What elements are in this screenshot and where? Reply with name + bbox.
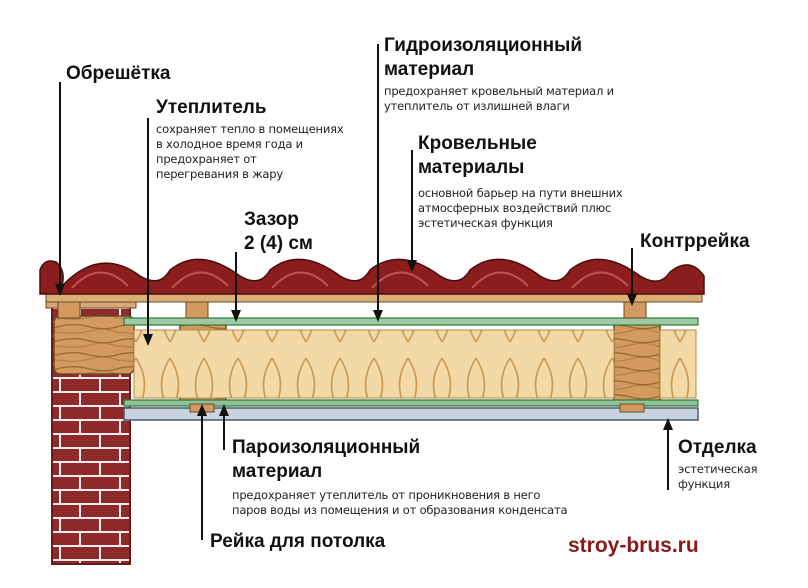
label-obreshetka: Обрешётка	[66, 63, 171, 84]
vapour-barrier	[123, 399, 699, 407]
website-link[interactable]: stroy-brus.ru	[568, 534, 699, 557]
label-gidro-2: материал	[384, 59, 475, 80]
desc-krovelnye-line: эстетическая функция	[418, 216, 553, 230]
desc-gidro-line: предохраняет кровельный материал и	[384, 84, 614, 98]
desc-uteplitel-line: перегревания в жару	[156, 167, 283, 181]
desc-otdelka-line: функция	[678, 477, 730, 491]
ceiling-finish	[123, 407, 699, 421]
desc-otdelka-line: эстетическая	[678, 462, 758, 476]
desc-krovelnye-line: атмосферных воздействий плюс	[418, 201, 612, 215]
desc-gidro-line: утеплитель от излишней влаги	[384, 99, 570, 113]
desc-krovelnye-line: основной барьер на пути внешних	[418, 186, 623, 200]
label-gidro: Гидроизоляционный	[384, 35, 583, 56]
ceiling-batten-right	[619, 403, 645, 413]
insulation	[133, 329, 615, 399]
label-zazor-2: 2 (4) см	[244, 233, 313, 254]
desc-uteplitel-line: в холодное время года и	[156, 137, 303, 151]
label-kontrreyka: Контррейка	[640, 231, 750, 252]
label-krovelnye-2: материалы	[418, 157, 525, 178]
label-krovelnye: Кровельные	[418, 133, 537, 154]
insulation-right	[659, 329, 697, 399]
rafter-right	[613, 321, 661, 405]
label-paro: Пароизоляционный	[232, 437, 421, 458]
counter-batten-1	[57, 301, 81, 319]
label-paro-2: материал	[232, 461, 323, 482]
lathing-board	[45, 293, 703, 303]
counter-batten-2	[185, 301, 209, 319]
counter-batten-3	[623, 301, 647, 319]
label-zazor: Зазор	[244, 209, 299, 230]
label-uteplitel: Утеплитель	[156, 97, 267, 118]
desc-uteplitel-line: сохраняет тепло в помещениях	[156, 122, 344, 136]
rafter-left	[53, 315, 135, 375]
waterproof-membrane	[123, 317, 699, 326]
label-otdelka: Отделка	[678, 437, 757, 458]
desc-paro-line: паров воды из помещения и от образования…	[232, 503, 568, 517]
desc-paro-line: предохраняет утеплитель от проникновения…	[232, 488, 541, 502]
label-reyka: Рейка для потолка	[210, 531, 386, 552]
desc-uteplitel-line: предохраняет от	[156, 152, 257, 166]
roof-tiles	[39, 258, 705, 295]
